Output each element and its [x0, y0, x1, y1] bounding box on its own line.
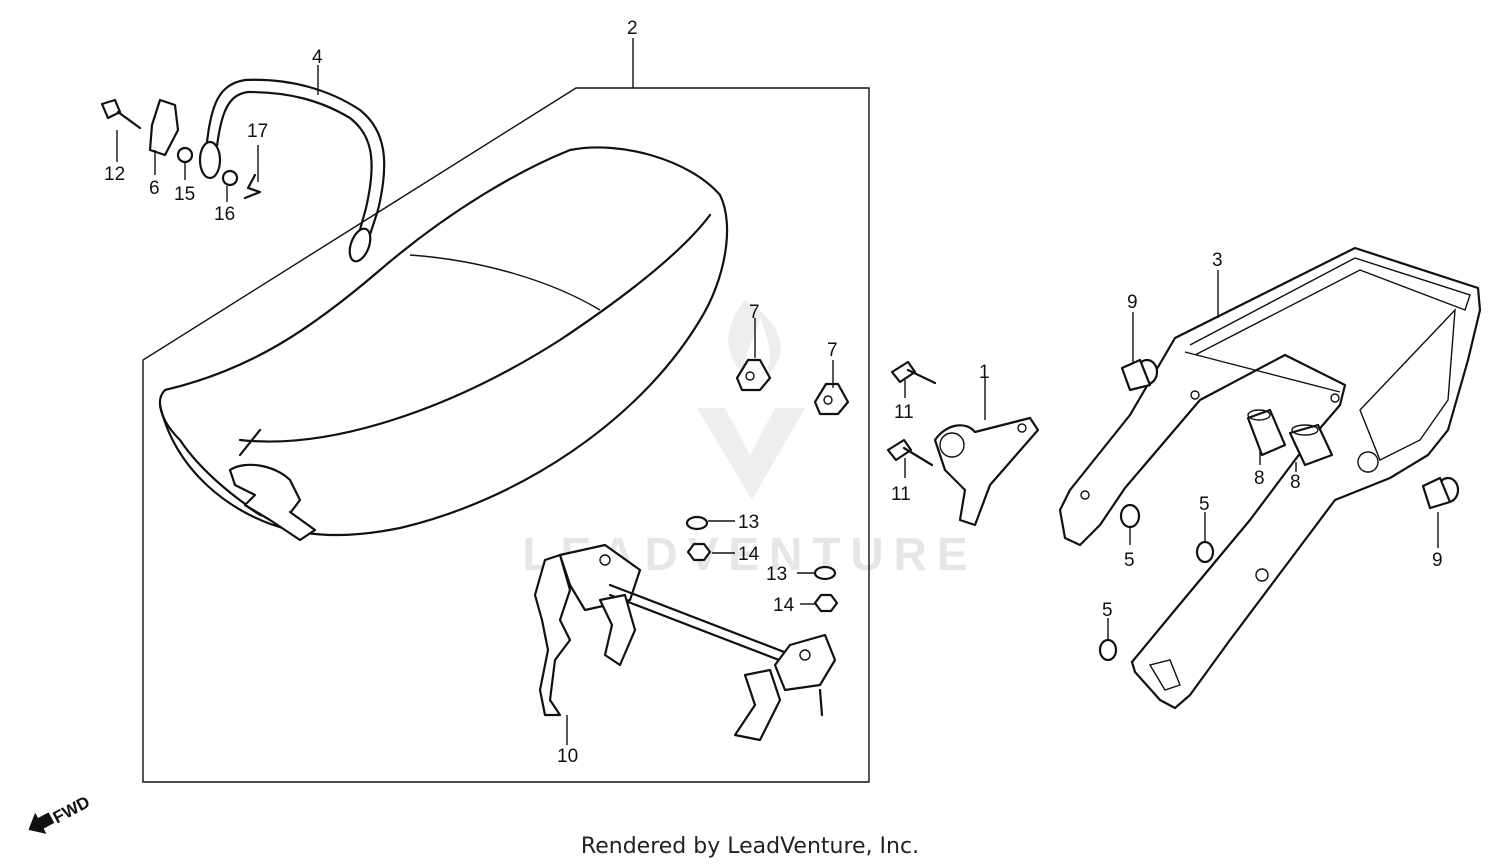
part-label-16: 16 — [214, 204, 235, 225]
grommet-part-5c — [1098, 638, 1118, 662]
part-label-3: 3 — [1212, 250, 1223, 271]
part-label-13a: 13 — [738, 512, 759, 533]
clip-part-17 — [243, 173, 262, 200]
seat-lock-part-1 — [933, 416, 1040, 527]
part-label-6: 6 — [149, 178, 160, 199]
seat-group-frame — [142, 87, 870, 783]
washer-part-13a — [685, 515, 709, 531]
watermark-logo — [697, 300, 805, 500]
plate-part-6 — [148, 98, 180, 157]
part-label-2: 2 — [627, 18, 638, 39]
nut-part-14a — [686, 542, 712, 562]
grommet-part-5a — [1119, 503, 1141, 529]
part-label-7b: 7 — [827, 340, 838, 361]
part-label-4: 4 — [312, 47, 323, 68]
part-label-14a: 14 — [738, 544, 760, 565]
part-label-11b: 11 — [891, 484, 911, 505]
grommet-part-5b — [1195, 540, 1215, 564]
fwd-label: FWD — [50, 792, 93, 827]
bolt-part-12 — [100, 98, 142, 130]
part-label-9b: 9 — [1432, 550, 1443, 571]
part-label-12: 12 — [104, 164, 125, 185]
collar-part-9b — [1421, 476, 1460, 510]
collar-part-8a — [1246, 408, 1287, 457]
nut-part-7b — [813, 382, 850, 416]
washer-part-15 — [176, 146, 194, 164]
bolt-part-11b — [886, 438, 934, 467]
part-label-7a: 7 — [749, 302, 760, 323]
grab-strap-part-4 — [198, 78, 386, 263]
seat-hinge-part-10 — [533, 543, 837, 742]
part-label-14b: 14 — [773, 595, 795, 616]
part-label-5a: 5 — [1124, 550, 1135, 571]
rear-cowl-part-3 — [1058, 246, 1482, 710]
part-label-5b: 5 — [1199, 494, 1210, 515]
fwd-arrow-icon: FWD — [28, 792, 93, 834]
seat-part-2 — [158, 146, 729, 542]
footer-credit: Rendered by LeadVenture, Inc. — [580, 834, 920, 859]
bolt-part-11a — [890, 360, 937, 385]
part-label-8b: 8 — [1290, 472, 1301, 493]
nut-part-14b — [813, 593, 839, 613]
nut-part-7a — [735, 358, 772, 392]
part-label-5c: 5 — [1102, 600, 1113, 621]
leader-lines — [116, 38, 1439, 745]
part-label-1: 1 — [979, 362, 990, 383]
collar-part-9a — [1120, 358, 1159, 392]
part-label-15: 15 — [174, 184, 195, 205]
part-label-11a: 11 — [894, 402, 914, 423]
part-label-10: 10 — [557, 746, 578, 767]
washer-part-13b — [813, 565, 837, 581]
part-label-8a: 8 — [1254, 468, 1265, 489]
part-label-17: 17 — [247, 121, 268, 142]
part-label-13b: 13 — [766, 564, 787, 585]
collar-part-8b — [1288, 423, 1334, 467]
washer-part-16 — [221, 169, 239, 187]
part-label-9a: 9 — [1127, 292, 1138, 313]
